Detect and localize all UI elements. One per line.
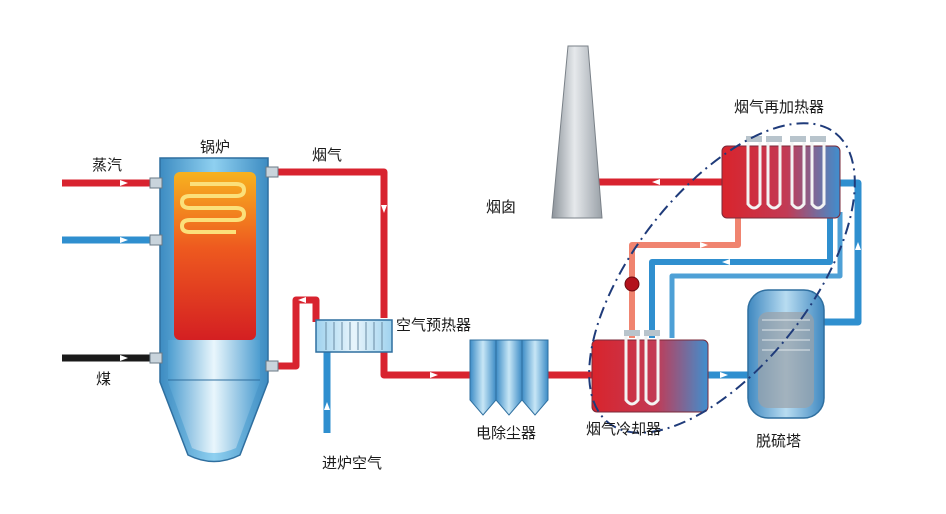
boiler-furnace — [174, 172, 256, 340]
arrow-icon — [720, 372, 728, 378]
boiler — [149, 157, 279, 463]
arrow-icon — [120, 355, 128, 361]
flue-gas-cooler-body — [591, 339, 709, 413]
label-flue-gas-cooler: 烟气冷却器 — [586, 420, 661, 438]
boiler-coil-icon — [179, 182, 247, 234]
flue-gas-pipe-preheater-to-esp — [380, 350, 470, 379]
label-desulfurization-tower: 脱硫塔 — [756, 432, 801, 450]
arrow-icon — [722, 259, 730, 265]
flue-gas-cooler — [591, 330, 709, 413]
desulfurization-tower-inner — [758, 312, 814, 408]
label-coal: 煤 — [96, 370, 111, 388]
label-esp: 电除尘器 — [476, 424, 536, 442]
air-preheater-body — [315, 319, 393, 353]
hot-air-pipe — [268, 296, 320, 370]
label-air-preheater: 空气预热器 — [396, 316, 471, 334]
esp-hopper-1 — [469, 339, 497, 416]
flue-gas-pipe-tower-to-reheater — [824, 179, 862, 326]
coal-nozzle — [149, 352, 163, 364]
desulfurization-tower — [747, 289, 825, 419]
chimney — [551, 45, 603, 219]
label-chimney: 烟囱 — [486, 198, 516, 216]
arrow-icon — [120, 180, 128, 186]
label-flue-gas: 烟气 — [312, 146, 342, 164]
arrow-icon — [855, 242, 861, 250]
arrow-icon — [324, 402, 330, 410]
boiler-hopper — [168, 340, 260, 453]
arrow-icon — [700, 242, 708, 248]
label-boiler: 锅炉 — [200, 138, 230, 156]
feedwater-nozzle — [149, 234, 163, 246]
arrow-icon — [652, 179, 660, 185]
label-furnace-air-in: 进炉空气 — [322, 454, 382, 472]
cold-water-loop-pipe-inner — [669, 212, 843, 338]
esp-hopper-2 — [495, 339, 523, 416]
arrow-icon — [298, 297, 306, 303]
flue-gas-nozzle — [265, 166, 279, 178]
esp-hopper-3 — [521, 339, 549, 416]
label-steam: 蒸汽 — [92, 156, 122, 174]
air-nozzle — [265, 360, 279, 372]
air-preheater — [315, 319, 393, 353]
arrow-icon — [430, 372, 438, 378]
steam-nozzle — [149, 177, 163, 189]
heat-recovery-system-boundary — [588, 122, 856, 434]
electrostatic-precipitator — [469, 339, 549, 416]
arrow-icon — [120, 237, 128, 243]
label-flue-gas-reheater: 烟气再加热器 — [734, 98, 824, 116]
flow-arrows — [120, 179, 861, 410]
labels: 蒸汽 煤 锅炉 烟气 空气预热器 进炉空气 电除尘器 烟囱 烟气冷却器 脱硫塔 … — [92, 98, 824, 472]
circulation-pump-icon — [624, 276, 640, 292]
flue-gas-reheater — [721, 136, 841, 219]
flue-gas-pipe-boiler-to-preheater — [268, 168, 388, 318]
cold-water-loop-pipe-outer — [649, 212, 833, 338]
arrow-icon — [381, 205, 387, 213]
